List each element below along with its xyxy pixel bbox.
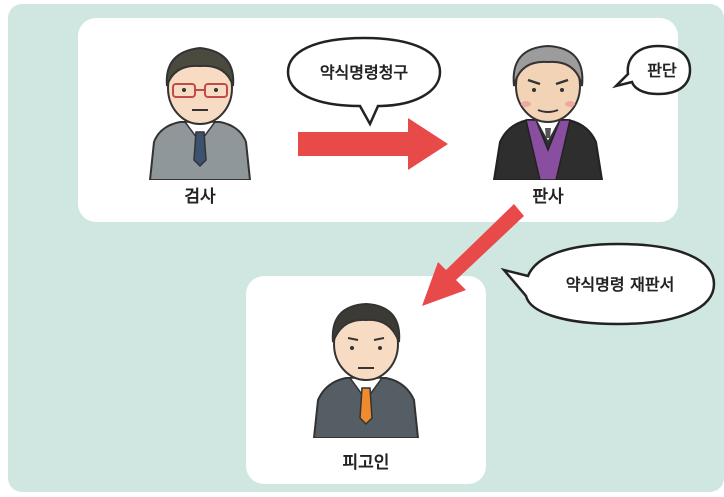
decision-bubble: 판단: [611, 44, 692, 96]
prosecutor-label: 검사: [184, 187, 216, 207]
document-bubble-text: 약식명령 재판서: [566, 275, 675, 294]
judge-figure: [492, 44, 604, 180]
document-bubble: 약식명령 재판서: [500, 242, 716, 326]
request-bubble: 약식명령청구: [286, 36, 442, 127]
arrow-to-defendant: [422, 204, 524, 306]
arrow-to-judge: [298, 118, 448, 170]
defendant-figure: [312, 302, 420, 438]
decision-bubble-text: 판단: [647, 61, 677, 80]
prosecutor-figure: [148, 46, 252, 180]
judge-label: 판사: [532, 187, 564, 207]
defendant-label: 피고인: [342, 453, 390, 473]
request-bubble-text: 약식명령청구: [320, 63, 409, 82]
